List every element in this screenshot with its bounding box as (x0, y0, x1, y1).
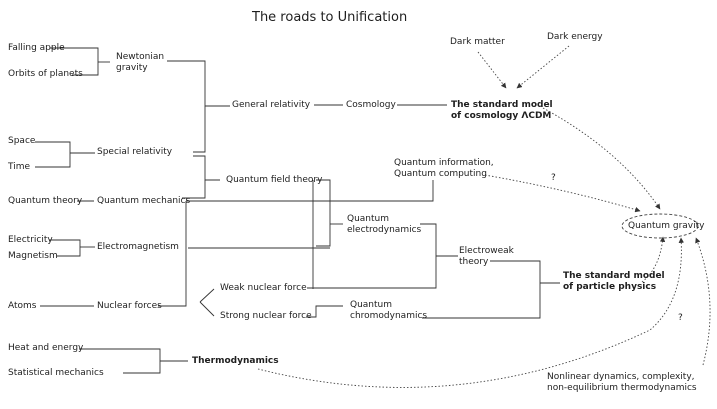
node-nonlinear-line2: non-equilibrium thermodynamics (547, 383, 697, 393)
edge-apple-orbits (50, 47, 99, 76)
node-qcd-line1: Quantum (350, 300, 393, 310)
edge-ew-std (422, 260, 541, 319)
edge-darkenergy (516, 45, 570, 89)
edge-qm-qft (182, 180, 206, 199)
node-quantum-information-line2: Quantum computing (394, 169, 487, 179)
node-time: Time (8, 162, 31, 172)
node-weak-nuclear-force: Weak nuclear force (220, 283, 307, 293)
node-quantum-mechanics: Quantum mechanics (97, 196, 191, 206)
node-electromagnetism: Electromagnetism (97, 242, 179, 252)
node-quantum-information-line1: Quantum information, (394, 158, 494, 168)
node-newtonian-line2: gravity (116, 63, 148, 73)
node-std-cosmology-line2: of cosmology ΛCDM (451, 111, 552, 121)
edge-nonlinear-qg (695, 237, 711, 366)
edge-qm-qinfo (186, 180, 434, 202)
node-electroweak-line1: Electroweak (459, 246, 514, 256)
edge-fork-strong (199, 301, 215, 317)
edge-qm-down (158, 201, 187, 307)
node-qcd-line2: chromodynamics (350, 311, 428, 321)
node-magnetism: Magnetism (8, 251, 58, 261)
edge-particle-qg (641, 236, 666, 283)
edge-cosmo-qg (542, 107, 661, 210)
edge-qinfo-qg (484, 174, 641, 213)
node-general-relativity: General relativity (232, 100, 311, 110)
question-mark-nonlinear: ? (678, 313, 683, 323)
node-cosmology: Cosmology (346, 100, 396, 110)
edge-newtonian-gr (167, 60, 230, 107)
edge-space-time (35, 141, 71, 168)
node-strong-nuclear-force: Strong nuclear force (220, 311, 312, 321)
node-quantum-theory: Quantum theory (8, 196, 83, 206)
node-std-cosmology-line1: The standard model (451, 100, 553, 110)
node-thermodynamics: Thermodynamics (192, 356, 279, 366)
node-electricity: Electricity (8, 235, 53, 245)
node-std-particle-line2: of particle physics (563, 282, 657, 292)
node-nuclear-forces: Nuclear forces (97, 301, 162, 311)
question-mark-qinfo: ? (551, 173, 556, 183)
edge-qft-qed (316, 179, 331, 247)
node-qed-line2: electrodynamics (347, 225, 422, 235)
node-nonlinear-line1: Nonlinear dynamics, complexity, (547, 372, 695, 382)
node-atoms: Atoms (8, 301, 37, 311)
node-dark-matter: Dark matter (450, 37, 505, 47)
node-heat-and-energy: Heat and energy (8, 343, 84, 353)
node-space: Space (8, 136, 36, 146)
diagram-title: The roads to Unification (252, 10, 408, 25)
node-std-particle-line1: The standard model (563, 271, 665, 281)
edge-elec-mag (49, 239, 81, 257)
edge-thermo-qg (257, 237, 685, 388)
edge-darkmatter (477, 51, 507, 89)
node-statistical-mechanics: Statistical mechanics (8, 368, 104, 378)
node-electroweak-line2: theory (459, 257, 489, 267)
node-falling-apple: Falling apple (8, 43, 65, 53)
node-orbits-of-planets: Orbits of planets (8, 69, 83, 79)
node-quantum-field-theory: Quantum field theory (226, 175, 323, 185)
edge-strong-qcd (306, 305, 343, 318)
node-newtonian-line1: Newtonian (116, 52, 165, 62)
node-dark-energy: Dark energy (547, 32, 603, 42)
edge-fork-weak (199, 288, 215, 303)
quantum-gravity-ellipse (621, 213, 699, 239)
edge-sr-qft (193, 155, 220, 181)
node-qed-line1: Quantum (347, 214, 390, 224)
node-quantum-gravity: Quantum gravity (628, 221, 705, 231)
edge-sr-gr (193, 106, 206, 153)
node-special-relativity: Special relativity (97, 147, 173, 157)
